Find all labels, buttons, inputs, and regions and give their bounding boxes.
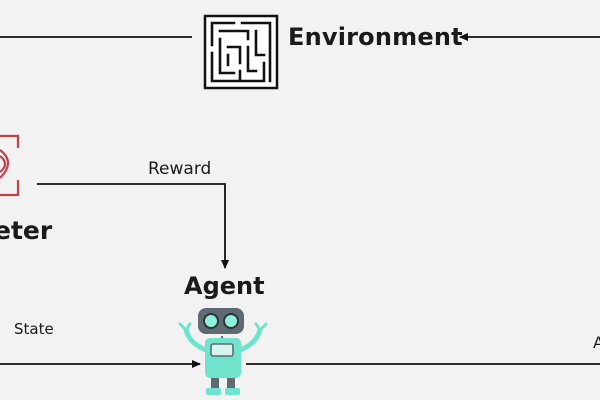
environment-label: Environment [288,23,463,51]
action-label: A [593,333,600,352]
agent-label: Agent [184,272,265,300]
robot-icon [178,308,268,395]
state-label: State [14,320,54,338]
eye-scanner-icon [0,134,20,197]
maze-icon [203,14,279,90]
reward-arrow [37,183,229,269]
reward-label: Reward [148,159,212,179]
interpreter-label: eter [0,216,53,245]
